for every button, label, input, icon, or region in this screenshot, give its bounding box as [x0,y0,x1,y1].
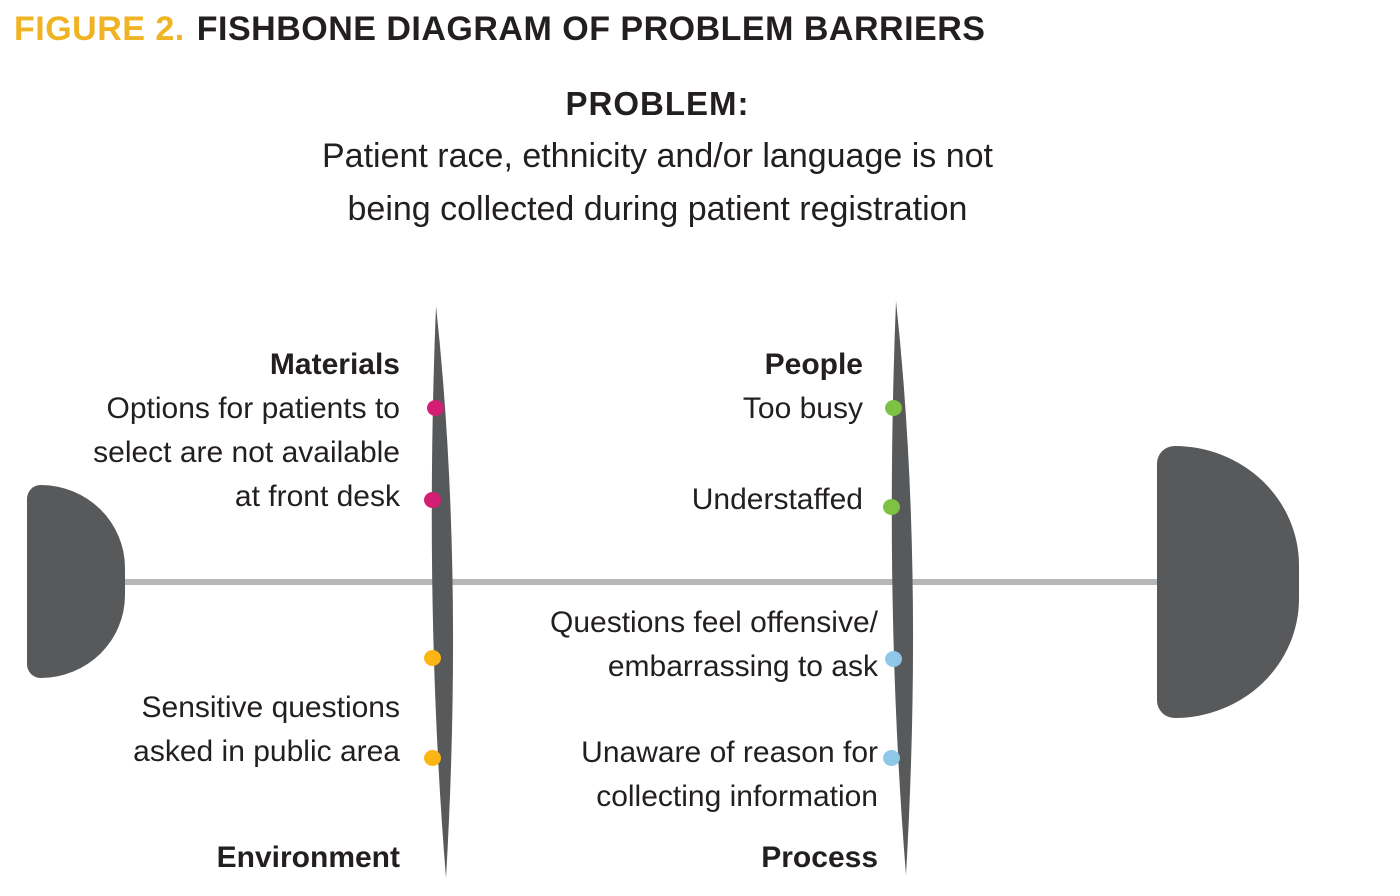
materials-cause-dot-1 [427,400,444,416]
people-cause-dot-1 [885,400,902,416]
fishbone-curve [891,301,914,875]
figure-title: FIGURE 2. FISHBONE DIAGRAM OF PROBLEM BAR… [14,10,985,49]
problem-statement: PROBLEM: Patient race, ethnicity and/or … [0,84,1315,236]
category-label-environment: Environment [216,841,400,874]
category-label-materials: Materials [269,348,400,381]
problem-text-line: being collected during patient registrat… [347,190,968,228]
cause-text-line: select are not available [93,436,400,469]
category-environment: Sensitive questions asked in public area… [0,686,400,880]
category-materials: Materials Options for patients to select… [0,343,400,519]
fishbone-people-process [891,301,914,875]
people-cause-dot-2 [883,499,900,515]
materials-cause-dot-2 [424,492,441,508]
category-label-process: Process [761,841,878,874]
environment-cause-dot-2 [424,750,441,766]
problem-text: Patient race, ethnicity and/or language … [0,130,1315,236]
cause-text-line: Options for patients to [106,392,401,425]
fishbone-curve [431,306,454,878]
fish-head-shape [1157,446,1299,718]
cause-text-line: Unaware of reason for [581,736,878,769]
cause-text-line: asked in public area [133,735,400,768]
category-label-people: People [764,348,863,381]
cause-text-line: Understaffed [691,483,863,516]
cause-text-line: Too busy [742,392,863,425]
figure-number-label: FIGURE 2. [14,10,185,48]
problem-text-line: Patient race, ethnicity and/or language … [322,137,993,175]
category-people: People Too busy Understaffed [0,343,863,522]
cause-text-line: Sensitive questions [141,691,401,724]
process-cause-dot-2 [883,750,900,766]
environment-cause-dot-1 [424,650,441,666]
cause-text-line: at front desk [234,480,400,513]
figure-title-text: FISHBONE DIAGRAM OF PROBLEM BARRIERS [196,10,986,48]
cause-text-line: Questions feel offensive/ [550,606,878,639]
problem-heading: PROBLEM: [565,85,750,122]
fishbone-materials-environment [431,306,454,878]
cause-text-line: embarrassing to ask [607,650,878,683]
fish-spine-line [125,579,1159,585]
process-cause-dot-1 [885,651,902,667]
cause-text-line: collecting information [596,780,878,813]
category-process: Questions feel offensive/ embarrassing t… [0,601,878,880]
